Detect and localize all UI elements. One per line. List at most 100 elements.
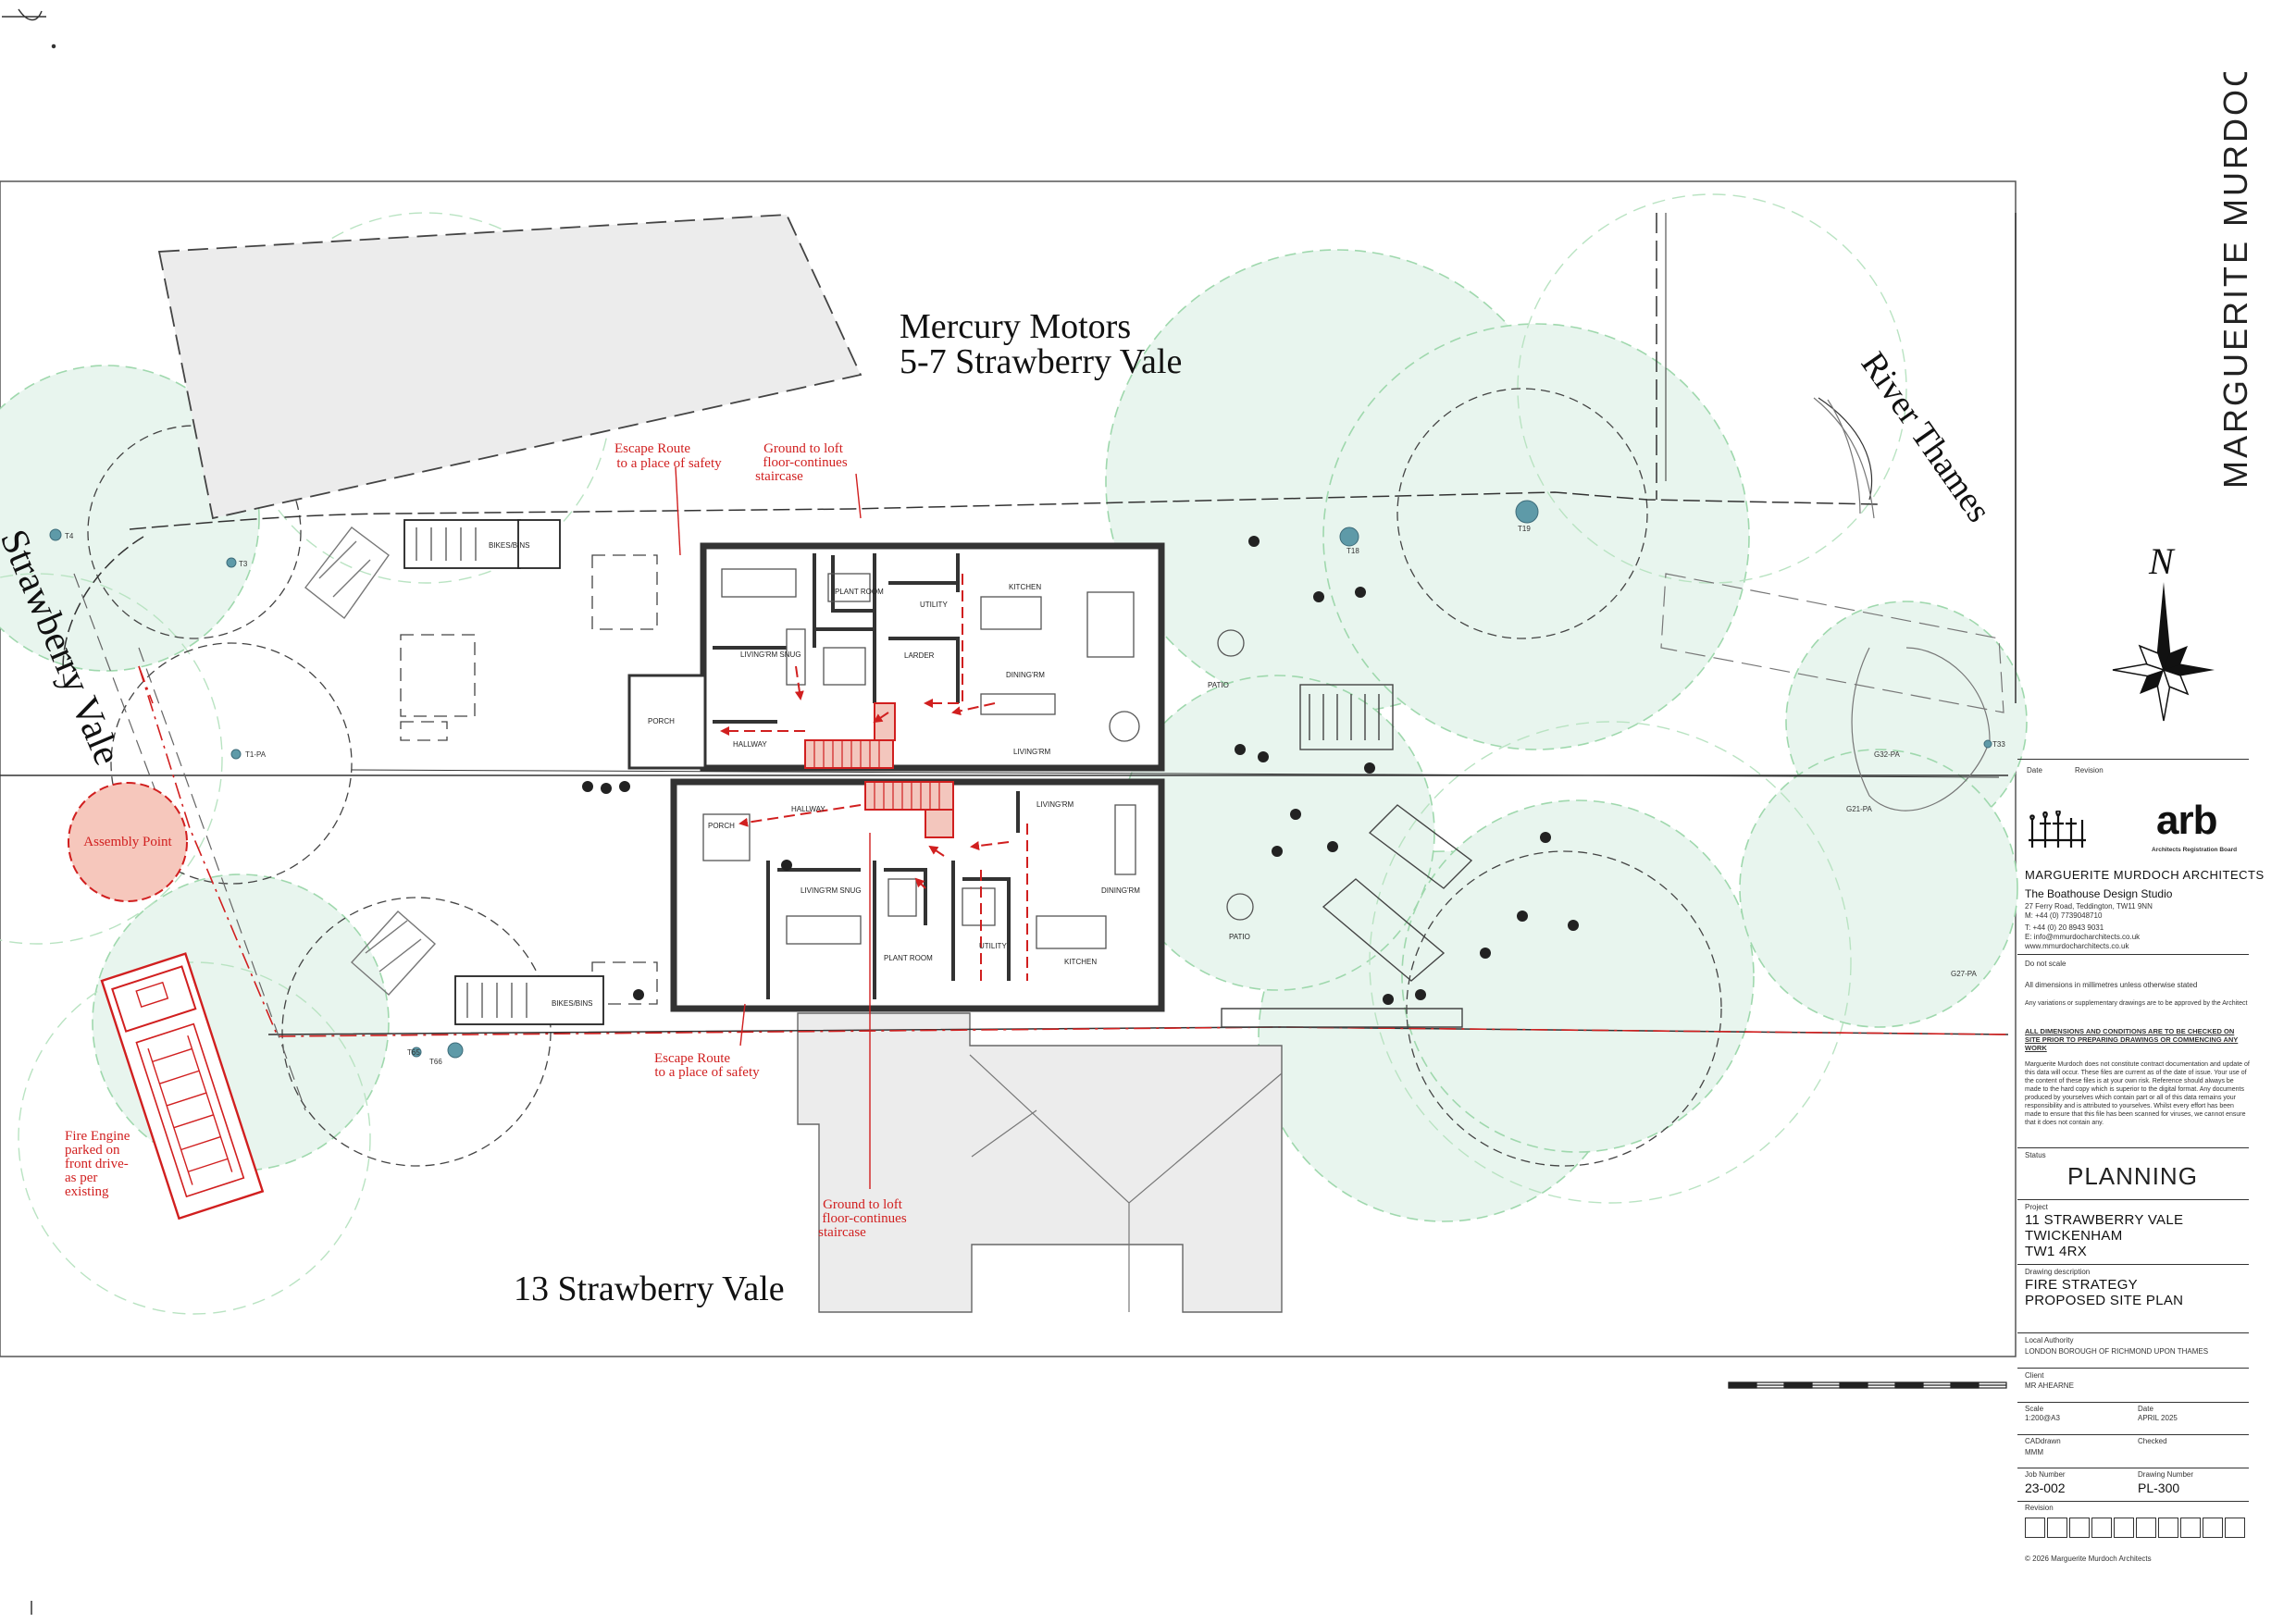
fire-engine (100, 952, 265, 1220)
label-fire-2: parked on (65, 1143, 120, 1158)
room-utility-n: UTILITY (920, 601, 948, 609)
revision-box (2203, 1518, 2223, 1538)
revision-label-2: Revision (2025, 1504, 2054, 1512)
tree-tag: T66 (429, 1058, 442, 1066)
side-title: MARGUERITE MURDOCH (2216, 72, 2254, 489)
label-escape-bot-2: to a place of safety (654, 1065, 760, 1080)
job-label: Job Number (2025, 1470, 2066, 1479)
room-bikes-n: BIKES/BINS (489, 541, 529, 550)
neighbour-building-north (157, 214, 863, 520)
label-assembly-point: Assembly Point (83, 835, 172, 849)
divider (2017, 1501, 2249, 1502)
north-arrow-icon (2112, 582, 2215, 722)
label-escape-bot-1: Escape Route (654, 1051, 730, 1066)
date-label: Date (2027, 766, 2042, 774)
arb-subtitle: Architects Registration Board (2152, 847, 2238, 853)
label-escape-top-1: Escape Route (614, 441, 690, 456)
revision-box (2158, 1518, 2178, 1538)
tree-tag: T1-PA (245, 750, 267, 759)
divider (2017, 1402, 2249, 1403)
description-line: FIRE STRATEGY (2025, 1277, 2138, 1293)
staircase-south (864, 781, 954, 838)
note-disclaimer: Marguerite Murdoch does not constitute c… (2025, 1061, 2250, 1126)
tree-tag: T33 (1992, 740, 2005, 749)
room-porch-n: PORCH (648, 717, 675, 725)
email-link[interactable]: E: info@mmurdocharchitects.co.uk (2025, 933, 2141, 941)
scale-value: 1:200@A3 (2025, 1414, 2060, 1422)
studio-name: The Boathouse Design Studio (2025, 887, 2173, 900)
bike-icons (416, 527, 527, 1018)
note-variations: Any variations or supplementary drawings… (2025, 1000, 2248, 1007)
revision-box (2047, 1518, 2067, 1538)
divider (2017, 1368, 2249, 1369)
label-stair-bot-1: Ground to loft (823, 1197, 903, 1212)
tree-tag: T19 (1518, 525, 1531, 533)
bikes-bins-store-south (454, 975, 604, 1025)
internal-walls-south (766, 791, 1020, 999)
furniture (702, 568, 1254, 949)
address-line: M: +44 (0) 7739048710 (2025, 911, 2103, 920)
client-label: Client (2025, 1371, 2044, 1380)
note-dimensions: All dimensions in millimetres unless oth… (2025, 981, 2198, 989)
label-stair-bot-3: staircase (818, 1225, 866, 1240)
label-stair-top-3: staircase (755, 469, 803, 484)
room-larder-n: LARDER (904, 651, 935, 660)
project-label: Project (2025, 1203, 2048, 1211)
room-hallway-s: HALLWAY (791, 805, 825, 813)
divider (2017, 1332, 2249, 1333)
cad-label: CADdrawn (2025, 1437, 2061, 1445)
description-label: Drawing description (2025, 1268, 2091, 1276)
client-value: MR AHEARNE (2025, 1381, 2074, 1390)
room-plant-room-n: PLANT ROOM (835, 588, 884, 596)
shrub-symbols (582, 536, 1579, 1005)
room-patio-s: PATIO (1229, 933, 1250, 941)
label-neighbour-north-1: Mercury Motors (900, 307, 1131, 346)
description-line: PROPOSED SITE PLAN (2025, 1293, 2184, 1308)
project-line: TWICKENHAM (2025, 1228, 2123, 1244)
divider (2017, 1199, 2249, 1200)
tree-tag: T18 (1347, 547, 1359, 555)
tree-canopies (0, 249, 2028, 1222)
room-kitchen-s: KITCHEN (1064, 958, 1097, 966)
neighbour-building-south (797, 1012, 1283, 1313)
staircase-north (804, 702, 896, 769)
local-authority-value: LONDON BOROUGH OF RICHMOND UPON THAMES (2025, 1347, 2209, 1356)
room-bikes-s: BIKES/BINS (552, 999, 592, 1008)
car-outline (304, 527, 436, 996)
website-link[interactable]: www.mmurdocharchitects.co.uk (2025, 942, 2129, 950)
room-dining-s: DINING'RM (1101, 886, 1140, 895)
tree-tag: G32-PA (1874, 750, 1901, 759)
escape-route-leaders (675, 466, 871, 1189)
job-value: 23-002 (2025, 1481, 2066, 1495)
revision-box (2069, 1518, 2090, 1538)
divider (2017, 759, 2249, 760)
decking (1221, 684, 1473, 1028)
arb-logo: arb (2156, 798, 2217, 843)
drawing-number-value: PL-300 (2138, 1481, 2180, 1495)
label-stair-top-1: Ground to loft (763, 441, 844, 456)
drawing-number-label: Drawing Number (2138, 1470, 2194, 1479)
room-living-s: LIVING'RM (1036, 800, 1074, 809)
label-fire-3: front drive- (65, 1157, 129, 1171)
revision-boxes (2025, 1518, 2245, 1540)
room-hallway-n: HALLWAY (733, 740, 767, 749)
checked-label: Checked (2138, 1437, 2167, 1445)
divider (2017, 954, 2249, 955)
red-site-boundary (138, 665, 2009, 1037)
scale-label: Scale (2025, 1405, 2044, 1413)
room-plant-room-s: PLANT ROOM (884, 954, 933, 962)
room-dining-n: DINING'RM (1006, 671, 1045, 679)
title-block: Date Revision arb Architects Registratio… (2017, 759, 2264, 1573)
tree-stems (49, 500, 1992, 1059)
divider (2017, 1264, 2249, 1265)
copyright: © 2026 Marguerite Murdoch Architects (2025, 1555, 2152, 1563)
room-patio-n: PATIO (1208, 681, 1229, 689)
firm-name: MARGUERITE MURDOCH ARCHITECTS (2025, 868, 2265, 882)
label-fire-1: Fire Engine (65, 1129, 130, 1144)
room-kitchen-n: KITCHEN (1009, 583, 1041, 591)
project-line: TW1 4RX (2025, 1244, 2088, 1259)
room-living-n: LIVING'RM (1013, 748, 1051, 756)
status-label: Status (2025, 1151, 2046, 1159)
label-stair-bot-2: floor-continues (822, 1211, 907, 1226)
